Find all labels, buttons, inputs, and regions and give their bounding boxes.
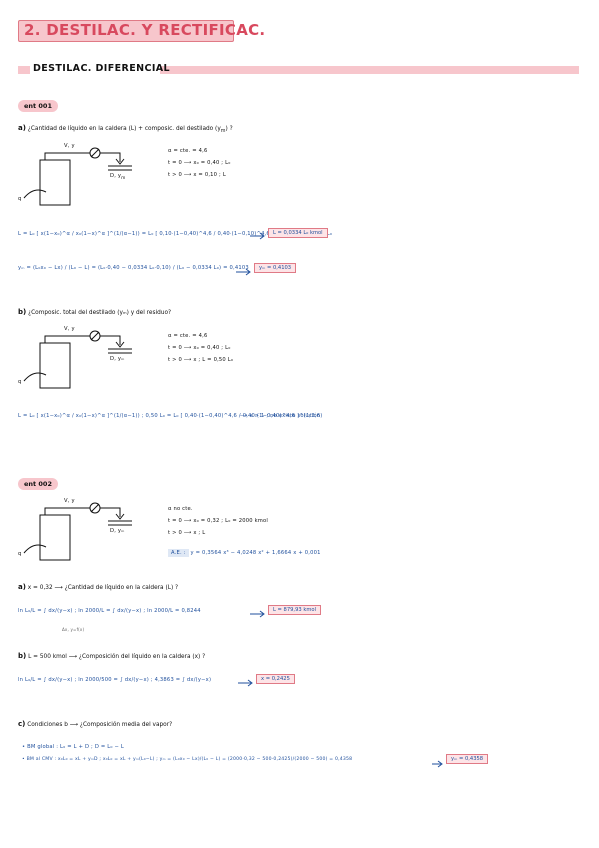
arrow-2c — [432, 754, 444, 773]
condition-1b-2: t = 0 ⟶ x₀ = 0,40 ; L₀ — [168, 345, 231, 351]
arrow-icon — [432, 760, 443, 768]
equation-1b: L = L₀ [ x(1−x₀)^α / x₀(1−x)^α ]^(1/(α−1… — [18, 413, 323, 419]
result-1a-1: L = 0,0334 L₀ kmol — [268, 228, 328, 238]
stream-distillate-1: D, ym — [110, 173, 126, 181]
exercise-tag-1: ent 001 — [18, 100, 58, 112]
note-2a: Δx, y=f(x) — [62, 627, 85, 632]
still-diagram-3 — [23, 502, 132, 561]
condition-1b-3: t > 0 ⟶ x ; L = 0,50 L₀ — [168, 357, 234, 363]
question-1b: b) ¿Composic. total del destilado (yₘ) y… — [18, 308, 171, 316]
question-2c-text: Condiciones b ⟶ ¿Composición media del v… — [27, 722, 173, 728]
mass-balance-global: • BM global : L₀ = L + D ; D = L₀ − L — [22, 744, 124, 750]
still-diagram-1 — [23, 147, 132, 206]
stream-heat-2: q — [18, 379, 22, 385]
condition-1a-2: t = 0 ⟶ x₀ = 0,40 ; L₀ — [168, 160, 231, 166]
page-title: 2. DESTILAC. Y RECTIFICAC. — [24, 21, 266, 39]
question-2b: b) L = 500 kmol ⟶ ¿Composición del líqui… — [18, 652, 205, 660]
mass-balance-cmv: • BM al CMV : x₀L₀ = xL + yₘD ; x₀L₀ = x… — [22, 757, 353, 762]
equilibrium-eq: A.E. : y = 0,3564 x³ − 4,0248 x² + 1,666… — [168, 549, 321, 557]
stream-distillate-2: D, yₘ — [110, 356, 125, 362]
arrow-2b — [238, 673, 254, 692]
condition-1a-1: α = cte. = 4,6 — [168, 148, 208, 154]
arrow-icon — [238, 679, 253, 687]
section-title: DESTILAC. DIFERENCIAL — [33, 63, 170, 74]
equilibrium-label: A.E. : — [168, 549, 189, 557]
condition-1b-1: α = cte. = 4,6 — [168, 333, 208, 339]
arrow-1a-2 — [236, 262, 252, 281]
equation-2b: ln L₀/L = ∫ dx/(y−x) ; ln 2000/500 = ∫ d… — [18, 677, 212, 683]
question-1b-text: ¿Composic. total del destilado (yₘ) y de… — [28, 310, 172, 316]
question-2a: a) x = 0,32 ⟶ ¿Cantidad de líquido en la… — [18, 583, 178, 591]
section-bar-left — [18, 66, 30, 74]
exercise-tag-2: ent 002 — [18, 478, 58, 490]
arrow-icon — [250, 232, 265, 240]
condition-1a-3: t > 0 ⟶ x = 0,10 ; L — [168, 172, 226, 178]
still-diagram-2 — [23, 330, 132, 389]
result-2c: yₘ = 0,4358 — [446, 754, 489, 764]
result-2a: L = 879,93 kmol — [268, 605, 322, 615]
question-1b-label: b) — [18, 308, 27, 316]
stream-distillate-1-text: D, y — [110, 173, 122, 179]
condition-2-3: t > 0 ⟶ x ; L — [168, 530, 206, 536]
result-2b: x = 0,2425 — [256, 674, 295, 684]
question-1a-end: ) ? — [225, 126, 233, 132]
arrow-2a — [250, 604, 266, 623]
stream-heat-1: q — [18, 196, 22, 202]
question-2a-label: a) — [18, 583, 26, 591]
arrow-1a-1 — [250, 226, 266, 245]
title-box — [18, 20, 234, 42]
conclusion-1b: ⟶ x > 1 ; no existe solución — [240, 413, 321, 419]
question-1a: a) ¿Cantidad de líquido en la caldera (L… — [18, 124, 233, 134]
question-2c-label: c) — [18, 720, 26, 728]
equation-1a-2: yₘ = (L₀x₀ − Lx) / (L₀ − L) = (L₀·0,40 −… — [18, 265, 249, 271]
question-2a-text: x = 0,32 ⟶ ¿Cantidad de líquido en la ca… — [27, 585, 179, 591]
arrow-icon — [250, 610, 265, 618]
question-2c: c) Condiciones b ⟶ ¿Composición media de… — [18, 720, 172, 728]
stream-distillate-3: D, yₘ — [110, 528, 125, 534]
question-1a-text: ¿Cantidad de líquido en la caldera (L) +… — [27, 126, 221, 132]
condition-2-2: t = 0 ⟶ x₀ = 0,32 ; L₀ = 2000 kmol — [168, 518, 269, 524]
arrow-icon — [236, 268, 251, 276]
result-1a-2: yₘ = 0,4103 — [254, 263, 297, 273]
question-2b-text: L = 500 kmol ⟶ ¿Composición del líquido … — [28, 654, 206, 660]
question-2b-label: b) — [18, 652, 27, 660]
section-bar-right — [160, 66, 579, 74]
stream-heat-3: q — [18, 551, 22, 557]
question-1a-sub: m — [220, 129, 226, 135]
question-1a-label: a) — [18, 124, 26, 132]
stream-vapor-1: V, y — [64, 143, 75, 149]
equation-1a-1: L = L₀ [ x(1−x₀)^α / x₀(1−x)^α ]^(1/(α−1… — [18, 231, 333, 237]
stream-vapor-3: V, y — [64, 498, 75, 504]
stream-distillate-1-sub: m — [121, 176, 126, 182]
stream-vapor-2: V, y — [64, 326, 75, 332]
equation-2a: ln L₀/L = ∫ dx/(y−x) ; ln 2000/L = ∫ dx/… — [18, 608, 201, 614]
condition-2-1: α no cte. — [168, 506, 193, 512]
equilibrium-expression: y = 0,3564 x³ − 4,0248 x² + 1,6664 x + 0… — [190, 550, 321, 556]
